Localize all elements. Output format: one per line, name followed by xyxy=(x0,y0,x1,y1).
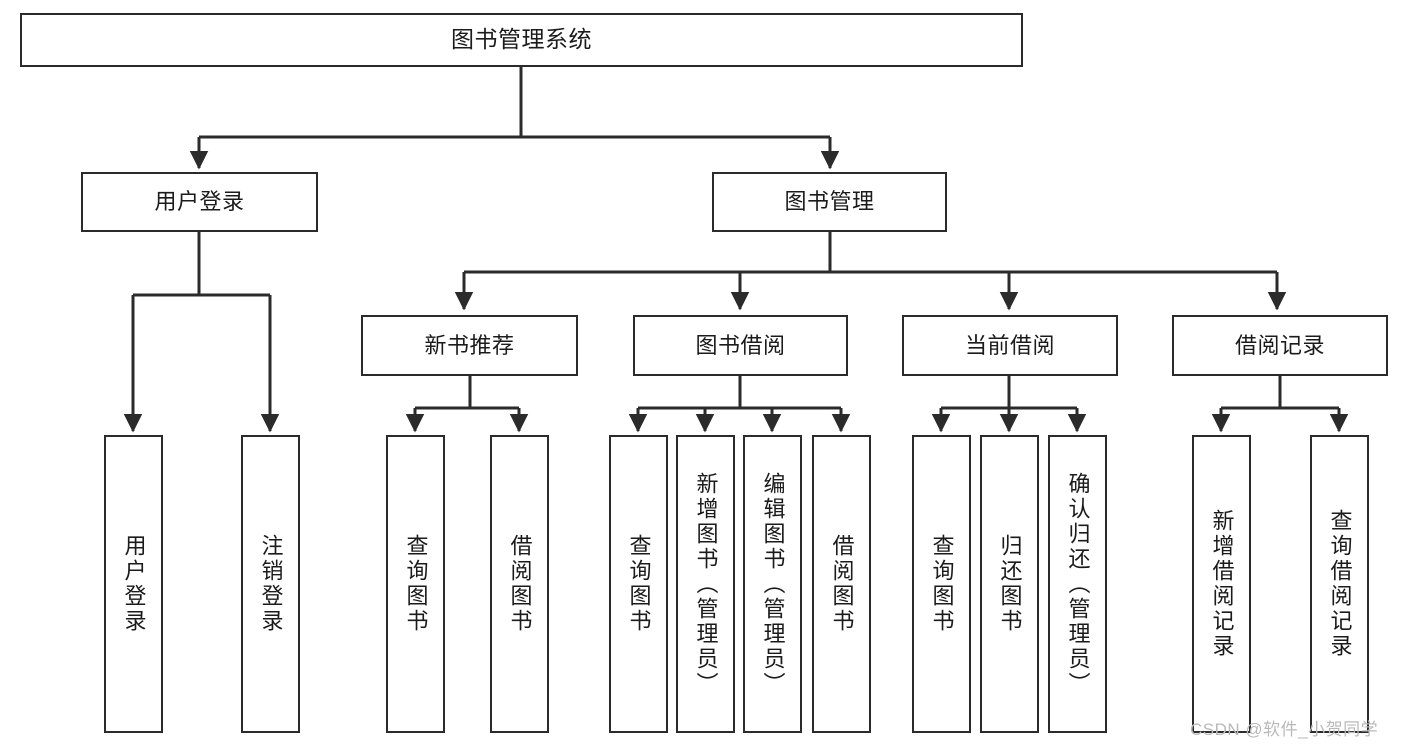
node-root[interactable]: 图书管理系统 xyxy=(20,13,1023,67)
node-leaf-edit-book-label: 编辑图书（管理员） xyxy=(760,471,786,697)
node-book-borrow-label: 图书借阅 xyxy=(695,332,786,358)
node-leaf-edit-book[interactable]: 编辑图书（管理员） xyxy=(743,435,802,733)
node-borrow-record-label: 借阅记录 xyxy=(1234,332,1325,358)
node-book-mgmt[interactable]: 图书管理 xyxy=(712,172,947,232)
node-user-login[interactable]: 用户登录 xyxy=(81,172,318,232)
node-leaf-borrow-book-2[interactable]: 借阅图书 xyxy=(812,435,871,733)
node-book-borrow[interactable]: 图书借阅 xyxy=(633,315,848,376)
node-leaf-borrow-book-2-label: 借阅图书 xyxy=(829,534,855,634)
node-leaf-query-book-3[interactable]: 查询图书 xyxy=(912,435,971,733)
node-leaf-query-book-3-label: 查询图书 xyxy=(929,534,955,634)
node-leaf-return-book-label: 归还图书 xyxy=(997,534,1023,634)
node-leaf-user-login-label: 用户登录 xyxy=(121,534,147,634)
node-leaf-logout-label: 注销登录 xyxy=(258,534,284,634)
node-user-login-label: 用户登录 xyxy=(154,189,245,215)
node-leaf-query-book-2[interactable]: 查询图书 xyxy=(609,435,668,733)
node-current-borrow[interactable]: 当前借阅 xyxy=(902,315,1118,376)
node-leaf-add-record[interactable]: 新增借阅记录 xyxy=(1192,435,1251,733)
node-current-borrow-label: 当前借阅 xyxy=(964,332,1055,358)
node-leaf-borrow-book-1-label: 借阅图书 xyxy=(507,534,533,634)
node-leaf-add-book-label: 新增图书（管理员） xyxy=(693,471,719,697)
node-leaf-query-record-label: 查询借阅记录 xyxy=(1327,509,1353,659)
node-leaf-query-book-1-label: 查询图书 xyxy=(403,534,429,634)
node-leaf-logout[interactable]: 注销登录 xyxy=(241,435,300,733)
node-leaf-user-login[interactable]: 用户登录 xyxy=(104,435,163,733)
node-leaf-query-book-2-label: 查询图书 xyxy=(626,534,652,634)
node-leaf-query-record[interactable]: 查询借阅记录 xyxy=(1310,435,1369,733)
node-new-book-rec[interactable]: 新书推荐 xyxy=(361,315,578,376)
node-root-label: 图书管理系统 xyxy=(451,26,592,53)
node-new-book-rec-label: 新书推荐 xyxy=(424,332,515,358)
node-leaf-add-record-label: 新增借阅记录 xyxy=(1209,509,1235,659)
node-leaf-add-book[interactable]: 新增图书（管理员） xyxy=(676,435,735,733)
node-borrow-record[interactable]: 借阅记录 xyxy=(1172,315,1388,376)
node-leaf-confirm-return[interactable]: 确认归还（管理员） xyxy=(1048,435,1107,733)
node-leaf-query-book-1[interactable]: 查询图书 xyxy=(386,435,445,733)
node-book-mgmt-label: 图书管理 xyxy=(784,189,875,215)
node-leaf-confirm-return-label: 确认归还（管理员） xyxy=(1065,471,1091,697)
node-leaf-borrow-book-1[interactable]: 借阅图书 xyxy=(490,435,549,733)
node-leaf-return-book[interactable]: 归还图书 xyxy=(980,435,1039,733)
